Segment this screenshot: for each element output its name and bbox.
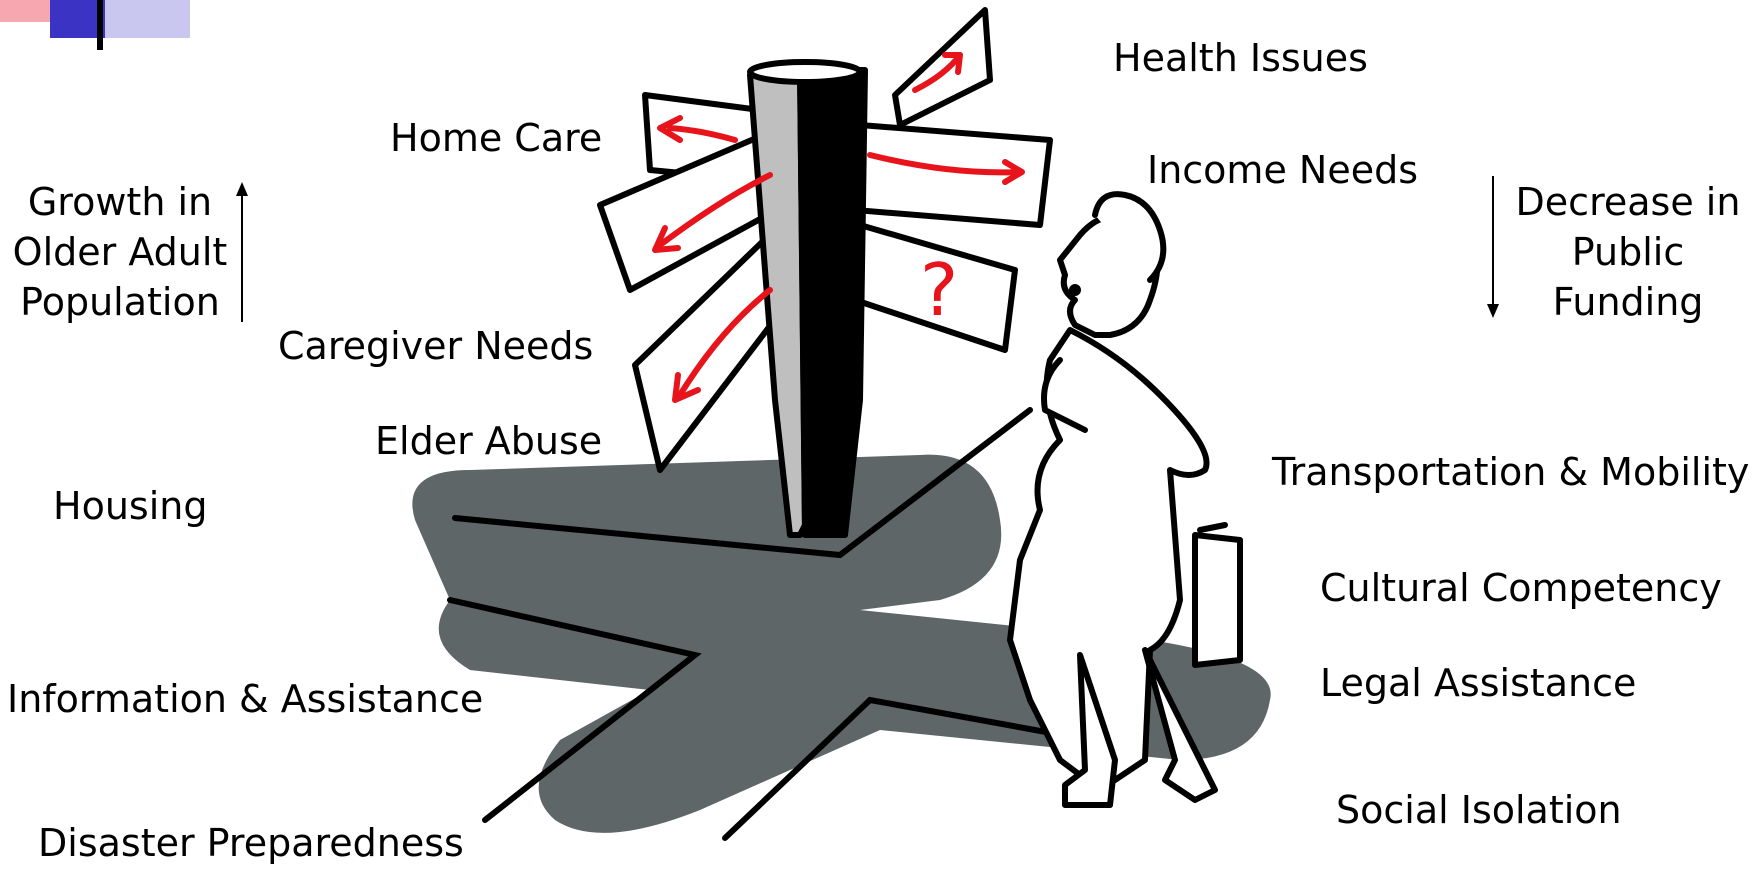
label-elder-abuse: Elder Abuse bbox=[375, 419, 603, 463]
label-caregiver-needs: Caregiver Needs bbox=[278, 324, 594, 368]
label-cultural-competency: Cultural Competency bbox=[1320, 566, 1722, 610]
label-income-needs: Income Needs bbox=[1147, 148, 1419, 192]
sign-post bbox=[747, 59, 868, 538]
label-disaster-preparedness: Disaster Preparedness bbox=[38, 821, 464, 865]
label-home-care: Home Care bbox=[390, 116, 603, 160]
label-social-isolation: Social Isolation bbox=[1336, 788, 1622, 832]
growth-note-line-1: Growth in bbox=[27, 180, 213, 224]
person-figure bbox=[1007, 191, 1243, 808]
label-legal-assistance: Legal Assistance bbox=[1320, 661, 1637, 705]
label-housing: Housing bbox=[53, 484, 208, 528]
growth-arrow-icon bbox=[236, 182, 248, 322]
road-lines bbox=[447, 407, 1093, 841]
label-transportation: Transportation & Mobility bbox=[1272, 450, 1750, 494]
corner-logo bbox=[0, 0, 190, 50]
decrease-note-line-3: Funding bbox=[1552, 280, 1704, 324]
growth-note: Growth in Older Adult Population bbox=[10, 177, 230, 327]
growth-note-line-2: Older Adult bbox=[12, 230, 228, 274]
label-information-assistance: Information & Assistance bbox=[7, 677, 484, 721]
decrease-arrow-icon bbox=[1487, 176, 1499, 318]
decrease-note-line-1: Decrease in bbox=[1515, 180, 1741, 224]
growth-note-line-3: Population bbox=[20, 280, 220, 324]
sign-arrows bbox=[652, 52, 1025, 403]
decrease-note: Decrease in Public Funding bbox=[1508, 177, 1748, 327]
decrease-note-line-2: Public bbox=[1571, 230, 1685, 274]
label-health-issues: Health Issues bbox=[1113, 36, 1368, 80]
question-mark: ? bbox=[920, 248, 958, 332]
